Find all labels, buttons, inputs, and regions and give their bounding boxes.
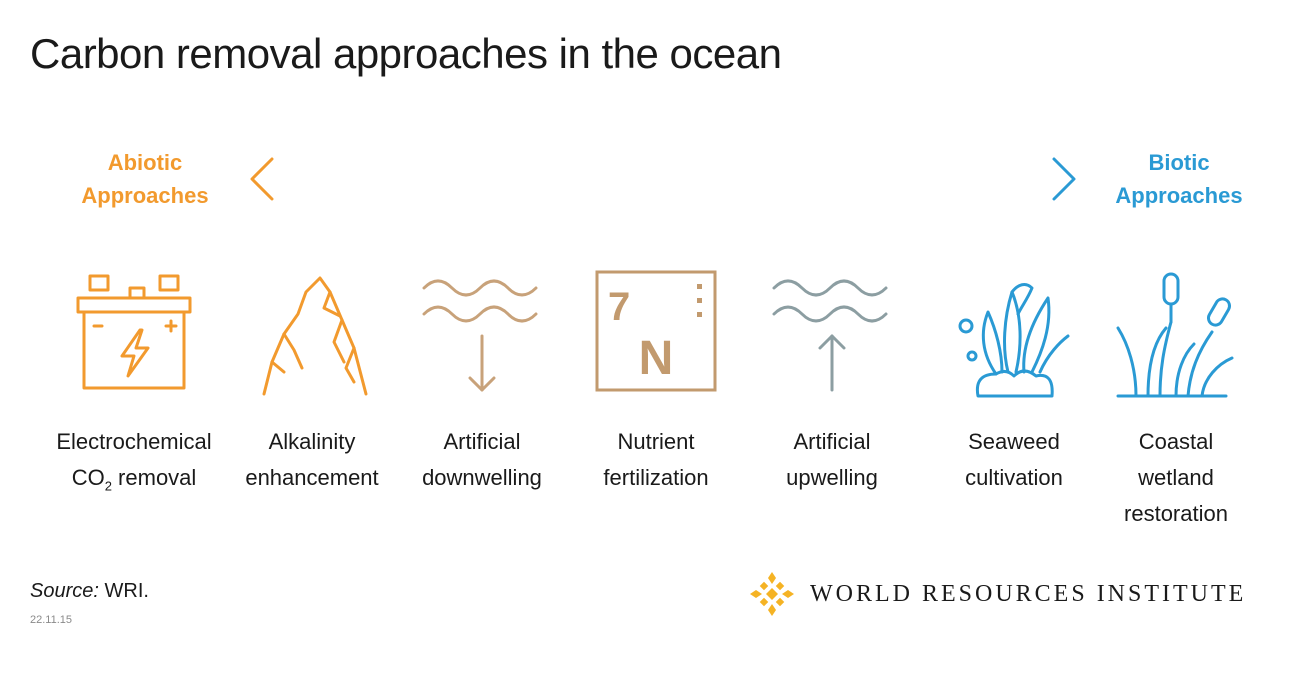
approach-label-line2: wetland [1138,465,1214,490]
battery-icon [76,274,192,390]
abiotic-label-line2: Approaches [81,183,209,208]
approach-label: Alkalinity enhancement [220,424,404,496]
source-text: WRI. [98,580,149,602]
approach-label-line2: enhancement [245,465,379,490]
approach-label-line1: Artificial [443,429,521,454]
approach-electrochemical: Electrochemical CO2 removal [42,268,226,504]
date-stamp: 22.11.15 [30,614,73,626]
wri-logo: WORLD RESOURCES INSTITUTE [748,570,1246,618]
approach-label-line1: Alkalinity [268,429,356,454]
nitrogen-element-icon: 7 N [595,270,717,392]
approach-label-line2: downwelling [422,465,542,490]
approach-label-line2: upwelling [786,465,878,490]
downwelling-icon [422,279,538,392]
abiotic-biotic-arrow [250,157,1076,201]
approach-label-line2: cultivation [965,465,1063,490]
approach-label: Electrochemical CO2 removal [42,424,226,504]
approach-label-line3: restoration [1124,501,1228,526]
approach-label: Coastal wetland restoration [1084,424,1268,532]
approach-upwelling: Artificial upwelling [740,268,924,496]
abiotic-label-line1: Abiotic [107,150,183,175]
approach-alkalinity: Alkalinity enhancement [220,268,404,496]
page-title: Carbon removal approaches in the ocean [30,30,782,77]
wri-logo-icon [750,572,794,616]
element-symbol: N [639,332,674,385]
biotic-label-line1: Biotic [1148,150,1210,175]
approach-label-line1: Artificial [793,429,871,454]
biotic-label: Biotic Approaches [1092,146,1266,212]
rock-icon [262,276,368,396]
co2-subscript: 2 [104,478,112,494]
approach-label: Seaweed cultivation [922,424,1106,496]
approach-label-line2: fertilization [603,465,709,490]
source-note: Source: WRI. [30,580,149,603]
upwelling-icon [772,279,888,392]
approach-downwelling: Artificial downwelling [390,268,574,496]
approach-wetland: Coastal wetland restoration [1084,268,1268,532]
approach-label-line1: Coastal [1138,429,1214,454]
approach-label-line1: Electrochemical [56,429,212,454]
removal-text: removal [111,465,197,490]
co2-text: CO [71,465,105,490]
approach-label-line2: CO2 removal [42,460,226,504]
seaweed-icon [958,283,1070,398]
wri-logo-text: WORLD RESOURCES INSTITUTE [810,580,1247,607]
biotic-label-line2: Approaches [1115,183,1243,208]
approach-label: Nutrient fertilization [564,424,748,496]
approach-label-line1: Seaweed [968,429,1060,454]
element-number: 7 [608,285,630,329]
approach-label: Artificial upwelling [740,424,924,496]
approach-nutrient: 7 N Nutrient fertilization [564,268,748,496]
wetland-icon [1116,272,1234,398]
approach-seaweed: Seaweed cultivation [922,268,1106,496]
source-prefix: Source: [30,580,99,602]
abiotic-label: Abiotic Approaches [62,146,228,212]
approach-label-line1: Nutrient [617,429,695,454]
approach-label: Artificial downwelling [390,424,574,496]
